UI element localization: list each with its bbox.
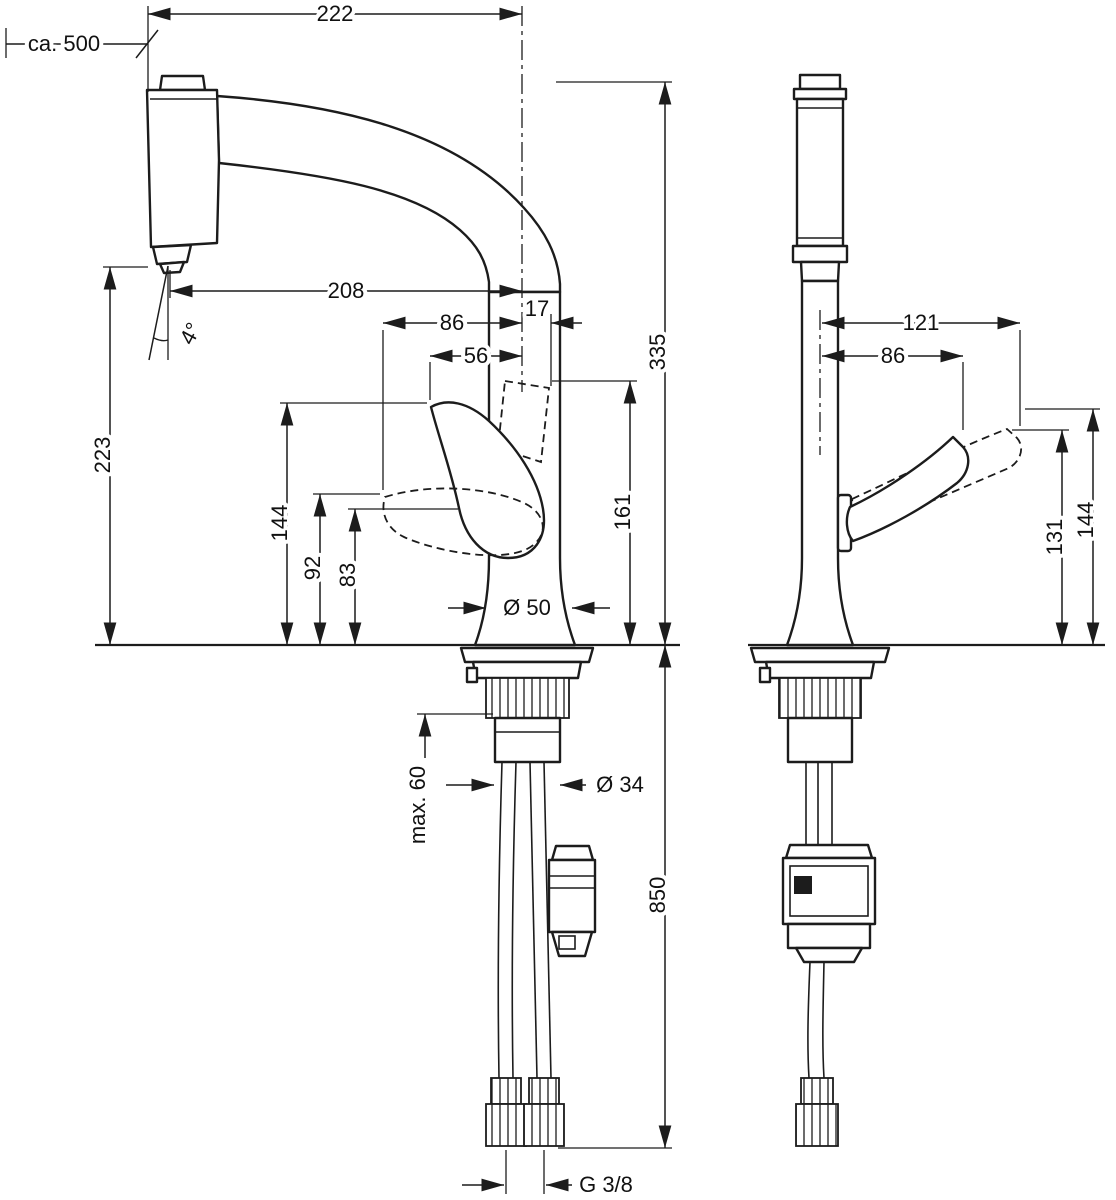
front-head-cap bbox=[798, 73, 842, 91]
hose-nut-1 bbox=[485, 1103, 527, 1147]
dim-dia50-label: Ø 50 bbox=[503, 595, 551, 620]
supply-hose-1b bbox=[511, 761, 517, 1079]
front-handle-alt-dashed bbox=[851, 427, 1023, 534]
dim-121-label: 121 bbox=[903, 310, 940, 335]
dim-ca500-label: ca. 500 bbox=[28, 31, 100, 56]
front-hose-b1 bbox=[807, 961, 811, 1079]
mounting-nut bbox=[485, 677, 570, 719]
dim-max60-label: max. 60 bbox=[405, 766, 430, 844]
hose-crimp-2 bbox=[528, 1077, 560, 1105]
side-view bbox=[95, 74, 680, 1147]
dim-222-label: 222 bbox=[317, 1, 354, 26]
front-valve-cap bbox=[784, 843, 874, 860]
base-plate bbox=[459, 646, 595, 664]
angle-arc bbox=[153, 337, 169, 342]
angle-slant-line bbox=[148, 265, 169, 361]
front-handle-tip bbox=[952, 436, 964, 448]
supply-hose-2b bbox=[543, 761, 552, 1079]
dim-56-label: 56 bbox=[464, 343, 488, 368]
dim-335-label: 335 bbox=[645, 334, 670, 371]
hose-crimp-1 bbox=[490, 1077, 522, 1105]
dim-g38-label: G 3/8 bbox=[579, 1172, 633, 1197]
dim-4deg-label: 4° bbox=[174, 318, 206, 348]
hose-nut-2 bbox=[523, 1103, 565, 1147]
tick-ca500 bbox=[135, 29, 159, 59]
dim-144-front-label: 144 bbox=[1073, 502, 1098, 539]
front-threaded-shank bbox=[786, 716, 854, 764]
check-valve-cap bbox=[550, 844, 595, 862]
spout bbox=[215, 94, 562, 294]
aerator bbox=[151, 243, 193, 266]
front-head-body bbox=[795, 97, 845, 248]
dimensions-side: 222 ca. 500 208 86 17 56 335 223 144 92 … bbox=[5, 0, 674, 1200]
dim-131-label: 131 bbox=[1042, 519, 1067, 556]
spray-head-cap bbox=[158, 74, 207, 92]
supply-hose-2a bbox=[529, 761, 538, 1079]
front-valve-inner bbox=[789, 865, 869, 917]
docked-head-dashed bbox=[497, 379, 550, 464]
dim-83-label: 83 bbox=[335, 563, 360, 587]
dim-86-front-label: 86 bbox=[881, 343, 905, 368]
front-hose-nut bbox=[795, 1103, 839, 1147]
dim-850-label: 850 bbox=[645, 877, 670, 914]
front-hose-b2 bbox=[822, 961, 825, 1079]
dim-92-label: 92 bbox=[300, 556, 325, 580]
dim-86-side-label: 86 bbox=[440, 310, 464, 335]
dimensions-front: 121 86 131 144 bbox=[819, 306, 1102, 645]
front-base-plate bbox=[749, 646, 891, 664]
front-body-column bbox=[785, 279, 855, 647]
front-hose-crimp bbox=[800, 1077, 834, 1105]
dim-208-label: 208 bbox=[328, 278, 365, 303]
washer bbox=[471, 660, 583, 680]
check-valve-bottom bbox=[550, 930, 594, 958]
front-head-collar-top bbox=[792, 87, 848, 101]
dim-223-label: 223 bbox=[90, 437, 115, 474]
front-head-collar-bottom bbox=[791, 244, 849, 264]
front-mounting-hook bbox=[758, 666, 772, 684]
check-valve-body bbox=[547, 858, 597, 934]
outlet-tip bbox=[158, 260, 186, 275]
front-valve-lower bbox=[786, 922, 872, 950]
dim-161-label: 161 bbox=[610, 494, 635, 531]
mounting-hook bbox=[465, 666, 479, 684]
spray-head bbox=[145, 88, 221, 249]
front-valve-port bbox=[794, 876, 812, 894]
supply-hose-1a bbox=[497, 761, 503, 1079]
front-mounting-nut bbox=[778, 677, 862, 719]
handle-alt-dashed bbox=[382, 487, 544, 557]
front-valve-taper bbox=[794, 946, 864, 964]
front-view bbox=[748, 73, 1105, 1147]
dim-17-label: 17 bbox=[525, 296, 549, 321]
valve-detail bbox=[558, 935, 576, 950]
front-handle-lever bbox=[845, 435, 970, 543]
front-washer bbox=[764, 660, 876, 680]
threaded-shank bbox=[493, 716, 562, 764]
dim-dia34-label: Ø 34 bbox=[596, 772, 644, 797]
front-neck bbox=[799, 260, 841, 283]
dim-144-side-label: 144 bbox=[267, 505, 292, 542]
